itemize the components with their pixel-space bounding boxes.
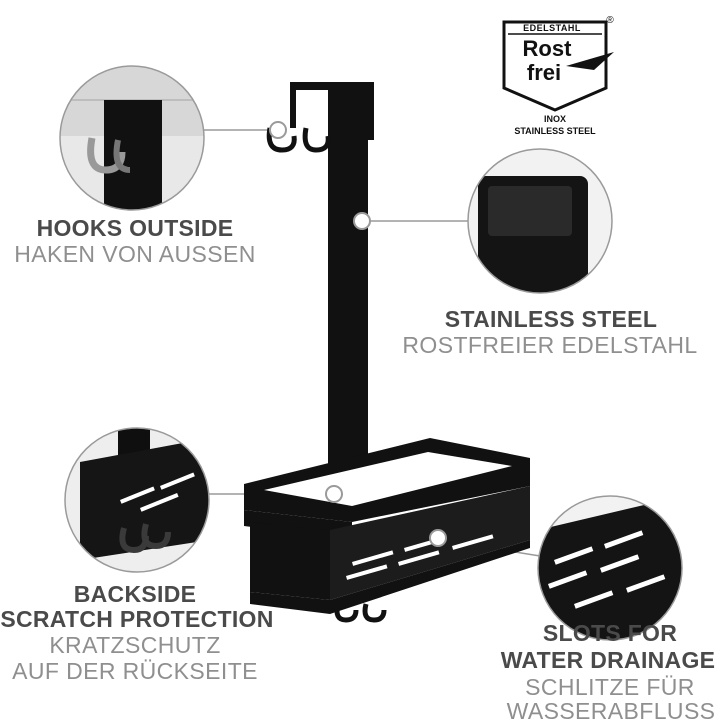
scratch-detail-circle (64, 427, 210, 573)
slots-heading-line1: SLOTS FOR (542, 620, 678, 646)
hooks-detail-circle (59, 65, 205, 211)
slots-detail-circle (537, 495, 683, 641)
rostfrei-badge-shield (502, 20, 614, 112)
hooks-heading: HOOKS OUTSIDE (36, 215, 234, 241)
badge-frei-text: frei (526, 60, 562, 85)
badge-inox-text: INOX (543, 114, 566, 124)
slots-subheading-line1: SCHLITZE FÜR (525, 674, 695, 700)
steel-subheading: ROSTFREIER EDELSTAHL (402, 332, 698, 358)
scratch-subheading-line2: AUF DER RÜCKSEITE (12, 658, 258, 684)
indicator-dots (269, 121, 447, 547)
badge-registered-mark: ® (606, 15, 614, 26)
scratch-heading-line2: SCRATCH PROTECTION (0, 606, 274, 632)
shower-caddy (244, 82, 530, 623)
slots-subheading-line2: WASSERABFLUSS (506, 698, 716, 724)
steel-detail-circle (467, 148, 613, 294)
scratch-subheading-line1: KRATZSCHUTZ (49, 632, 221, 658)
steel-heading: STAINLESS STEEL (444, 306, 658, 332)
badge-stainless-text: STAINLESS STEEL (514, 126, 596, 136)
hooks-subheading: HAKEN VON AUSSEN (14, 241, 256, 267)
badge-top-text: EDELSTAHL (523, 23, 581, 33)
scratch-heading-line1: BACKSIDE (73, 581, 197, 607)
slots-heading-line2: WATER DRAINAGE (500, 647, 716, 673)
badge-rost-text: Rost (522, 36, 572, 61)
